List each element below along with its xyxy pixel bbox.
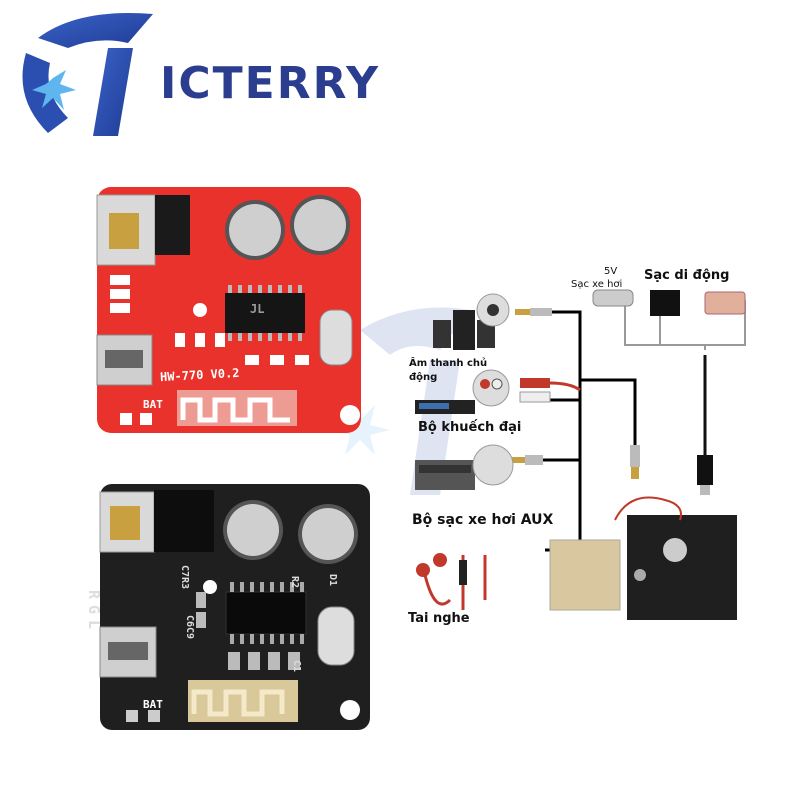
black-board-r2: R2 [289,576,300,589]
black-board-c6c9: C6C9 [184,615,195,640]
label-headphones: Tai nghe [408,611,470,626]
brand-logo [8,8,158,138]
black-bluetooth-board [98,482,373,732]
black-board-d1: D1 [327,574,338,587]
black-board-c1: C1 [291,660,302,673]
black-board-pins: RGL [85,590,103,636]
label-car-charger: Sạc xe hơi [571,279,623,290]
black-board-c7r3: C7R3 [179,565,190,590]
brand-name: ICTERRY [160,58,380,109]
red-board-chip-logo: JL [250,302,265,316]
label-amplifier: Bộ khuếch đại [418,420,522,435]
label-speakers-line2: động [409,372,438,383]
black-board-bat: BAT [143,698,163,711]
label-speakers-line1: Âm thanh chủ [409,358,488,369]
label-5v: 5V [604,266,618,277]
red-bluetooth-board [95,185,365,435]
red-board-bat: BAT [143,398,163,411]
label-car-aux: Bộ sạc xe hơi AUX [412,512,554,528]
connection-diagram [405,260,800,640]
label-mobile-charger: Sạc di động [644,268,730,283]
